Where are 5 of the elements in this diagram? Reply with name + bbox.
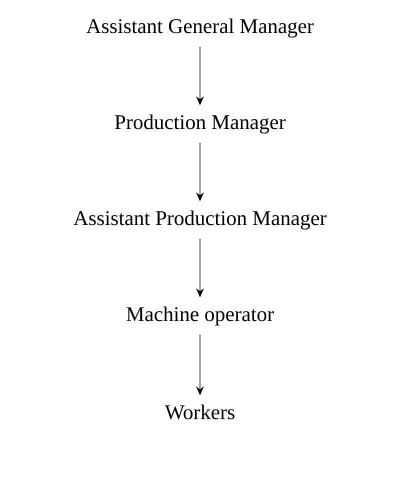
title-text: Machine operator [126,306,274,326]
title-text: Workers [164,404,234,420]
title-text: Production Manager [114,114,286,134]
title-text: Assistant General Manager [86,18,314,38]
title-text: Assistant Production Manager [74,210,326,230]
